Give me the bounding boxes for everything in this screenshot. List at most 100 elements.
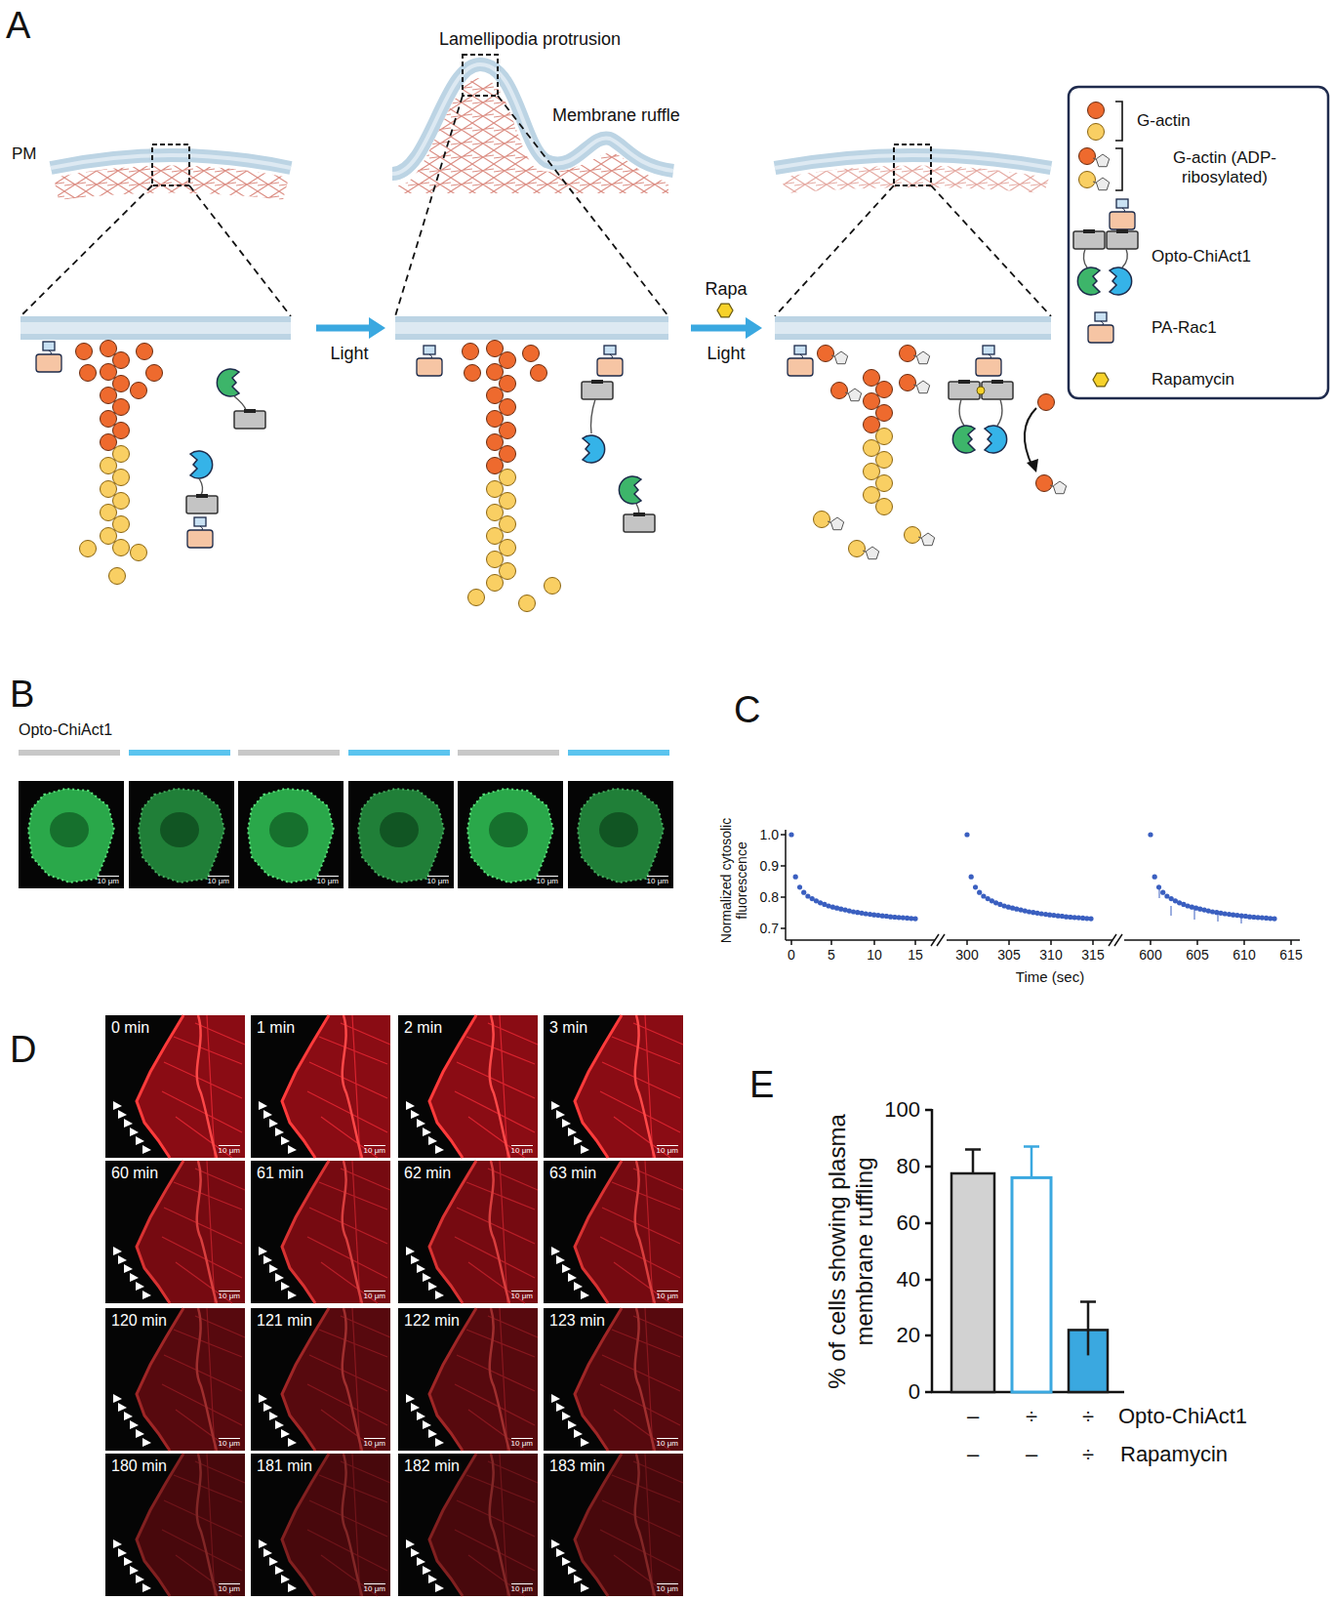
time-stamp: 180 min	[111, 1456, 167, 1475]
microscopy-images	[18, 749, 674, 889]
scale-bar-label: 10 μm	[536, 875, 559, 886]
timelapse-frame: 0 min10 μm	[105, 1014, 245, 1158]
time-stamp: 1 min	[256, 1018, 295, 1037]
panel-letter: A	[5, 4, 31, 48]
condition-mark: –	[1025, 1441, 1038, 1466]
time-stamp: 0 min	[111, 1018, 150, 1037]
axis-tick: 605	[1185, 946, 1209, 963]
legend-text: Opto-ChiAct1	[1151, 246, 1252, 267]
legend-text: G-actin (ADP-ribosylated)	[1136, 148, 1313, 187]
axis-tick: 15	[907, 946, 924, 963]
stimulus-label: Light	[329, 343, 368, 364]
axis-tick: 10	[866, 946, 883, 963]
axis-tick: 610	[1232, 946, 1255, 963]
timelapse-frame: 122 min 10 μm	[398, 1307, 538, 1451]
panel-letter: D	[9, 1028, 37, 1072]
condition-mark: ÷	[1082, 1403, 1094, 1428]
scale-bar-label: 10 μm	[97, 875, 120, 886]
membrane-label: PM	[11, 144, 38, 164]
condition-mark: ÷	[1082, 1441, 1094, 1466]
timelapse-frame: 181 min10 μm	[250, 1453, 391, 1596]
timelapse-frame: 60 min10 μm	[105, 1160, 245, 1303]
timelapse-frame: 62 min 10 μm	[398, 1160, 538, 1303]
bar-chart	[925, 1108, 1125, 1393]
structure-label: Lamellipodia protrusion	[439, 29, 621, 50]
axis-tick: 40	[896, 1266, 921, 1292]
axis-tick: 60	[896, 1210, 921, 1235]
axis-title: Time (sec)	[1015, 968, 1085, 985]
time-stamp: 63 min	[549, 1164, 597, 1182]
membrane-illustration	[20, 54, 1052, 340]
axis-title: % of cells showing plasma membrane ruffl…	[823, 1090, 878, 1413]
microscopy-frame: 10 μm	[238, 780, 344, 889]
stimulus-label: Light	[706, 343, 745, 364]
microscopy-frame: 10 μm	[567, 780, 674, 889]
panel-letter: B	[9, 673, 35, 717]
time-stamp: 62 min	[404, 1164, 451, 1182]
scale-bar-label: 10 μm	[511, 1582, 533, 1593]
scale-bar-label: 10 μm	[646, 875, 669, 886]
time-stamp: 181 min	[256, 1456, 313, 1475]
construct-label: Opto-ChiAct1	[18, 721, 113, 739]
condition-mark: –	[967, 1403, 979, 1428]
time-stamp: 121 min	[256, 1311, 313, 1330]
condition-mark: ÷	[1025, 1403, 1038, 1428]
axis-title: Normalized cytosolic fluorescence	[718, 807, 750, 954]
axis-tick: 305	[997, 946, 1020, 963]
time-stamp: 182 min	[404, 1456, 460, 1475]
scale-bar-label: 10 μm	[218, 1437, 241, 1448]
scale-bar-label: 10 μm	[656, 1144, 679, 1155]
panel-letter: E	[749, 1063, 774, 1107]
timelapse-images	[105, 1014, 684, 1596]
timelapse-frame: 61 min 10 μm	[250, 1160, 391, 1303]
microscopy-frame: 10 μm	[348, 780, 454, 889]
axis-tick: 315	[1081, 946, 1104, 963]
scale-bar-label: 10 μm	[207, 875, 230, 886]
axis-tick: 0.9	[760, 857, 779, 874]
axis-tick: 5	[827, 946, 836, 963]
timelapse-frame: 121 min 10 μm	[250, 1307, 391, 1451]
microscopy-frame: 10 μm	[18, 780, 124, 889]
time-stamp: 61 min	[256, 1164, 304, 1182]
time-stamp: 120 min	[111, 1311, 167, 1330]
axis-tick: 310	[1039, 946, 1062, 963]
axis-tick: 0.7	[760, 920, 779, 936]
axis-tick: 0.8	[760, 889, 779, 905]
time-stamp: 3 min	[549, 1018, 588, 1037]
axis-tick: 1.0	[760, 826, 779, 843]
scale-bar-label: 10 μm	[363, 1144, 386, 1155]
axis-tick: 615	[1279, 946, 1302, 963]
legend-text: Rapamycin	[1151, 369, 1235, 390]
timelapse-frame: 120 min 10 μm	[105, 1307, 245, 1451]
scale-bar-label: 10 μm	[317, 875, 339, 886]
structure-label: Membrane ruffle	[552, 105, 681, 126]
time-stamp: 123 min	[549, 1311, 606, 1330]
axis-tick: 100	[884, 1096, 921, 1122]
legend-box	[1068, 86, 1329, 399]
scale-bar-label: 10 μm	[363, 1290, 386, 1300]
time-stamp: 122 min	[404, 1311, 460, 1330]
scale-bar-label: 10 μm	[218, 1290, 241, 1300]
time-stamp: 183 min	[549, 1456, 606, 1475]
line-chart	[780, 829, 1300, 946]
scale-bar-label: 10 μm	[656, 1290, 679, 1300]
scale-bar-label: 10 μm	[511, 1437, 533, 1448]
timelapse-frame: 63 min 10 μm	[543, 1160, 684, 1303]
timelapse-frame: 183 min10 μm	[543, 1453, 684, 1596]
axis-tick: 80	[896, 1153, 921, 1178]
drug-label: Rapa	[704, 279, 747, 300]
timelapse-frame: 1 min 10 μm	[250, 1014, 391, 1158]
microscopy-frame: 10 μm	[457, 780, 564, 889]
axis-tick: 0	[787, 946, 796, 963]
timelapse-frame: 123 min 10 μm	[543, 1307, 684, 1451]
scale-bar-label: 10 μm	[511, 1290, 533, 1300]
scale-bar-label: 10 μm	[218, 1582, 241, 1593]
axis-tick: 20	[896, 1322, 921, 1347]
scale-bar-label: 10 μm	[363, 1437, 386, 1448]
actin-illustration	[36, 340, 1067, 612]
panel-letter: C	[733, 688, 761, 732]
timelapse-frame: 182 min 10 μm	[398, 1453, 538, 1596]
legend-text: PA-Rac1	[1151, 318, 1217, 338]
scale-bar-label: 10 μm	[656, 1437, 679, 1448]
